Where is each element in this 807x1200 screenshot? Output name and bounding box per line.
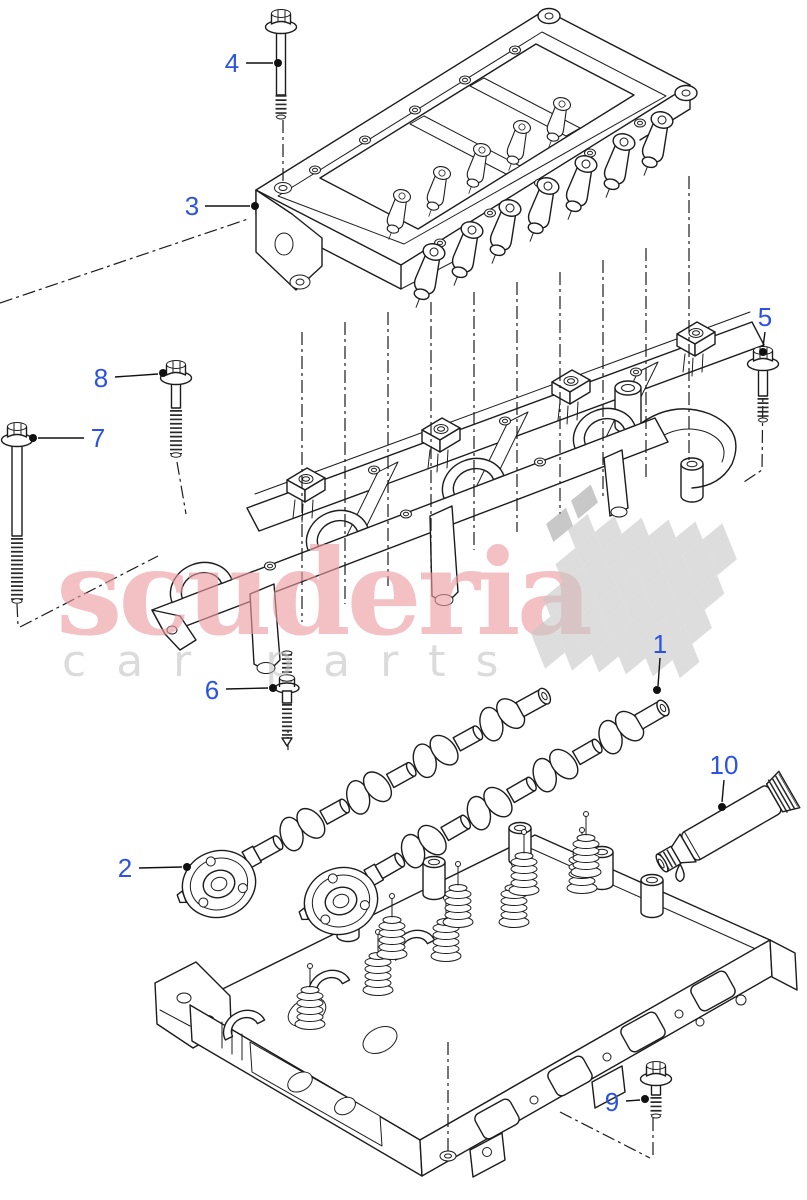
watermark-brand: scuderia (56, 523, 591, 662)
camshaft-flange (298, 866, 379, 936)
callout-1: 1 (653, 629, 667, 694)
sealant-drop (675, 863, 685, 883)
bolt-9 (639, 1060, 673, 1119)
bolt-head (264, 8, 298, 35)
camshaft-exhaust (298, 699, 670, 936)
camshaft-flange (176, 849, 257, 919)
watermark: scuderia car parts (56, 484, 744, 687)
oil-feed-tower (614, 380, 704, 503)
callout-7-label: 7 (91, 423, 105, 453)
projection-lines (0, 120, 764, 750)
bolt-8 (159, 359, 193, 458)
camshaft-intake (176, 687, 552, 919)
callout-5-label: 5 (758, 302, 772, 332)
checkered-flag (524, 484, 744, 680)
callout-8: 8 (94, 363, 167, 393)
bolt7-centerline (16, 555, 159, 628)
sealant-tube (655, 770, 801, 883)
callout-4: 4 (225, 48, 282, 78)
bolt5-centerline (743, 381, 764, 483)
bolt9-centerlines (559, 1111, 654, 1159)
callout-2-label: 2 (118, 853, 132, 883)
camshaft-carrier-housing (151, 311, 765, 674)
callout-3-label: 3 (185, 191, 199, 221)
watermark-tagline: car parts (62, 636, 528, 687)
callout-8-label: 8 (94, 363, 108, 393)
callout-1-label: 1 (653, 629, 667, 659)
carrier-boss (309, 165, 321, 175)
callout-6: 6 (205, 675, 277, 705)
callout-7: 7 (29, 423, 105, 453)
rocker-arm-carrier (255, 7, 698, 312)
callout-10: 10 (710, 750, 739, 811)
cylinder-head (154, 811, 798, 1178)
bolt-5 (746, 345, 780, 423)
exhaust-port (474, 1098, 520, 1140)
callout-6-label: 6 (205, 675, 219, 705)
callout-2: 2 (118, 853, 191, 883)
callout-9-label: 9 (605, 1087, 619, 1117)
stud-6 (274, 650, 300, 747)
callout-3: 3 (185, 191, 259, 221)
callout-4-label: 4 (225, 48, 239, 78)
callout-5: 5 (758, 302, 772, 356)
bolt-7 (0, 421, 34, 604)
callout-9: 9 (605, 1087, 649, 1117)
callout-10-label: 10 (710, 750, 739, 780)
bolt8-centerline (176, 461, 187, 515)
